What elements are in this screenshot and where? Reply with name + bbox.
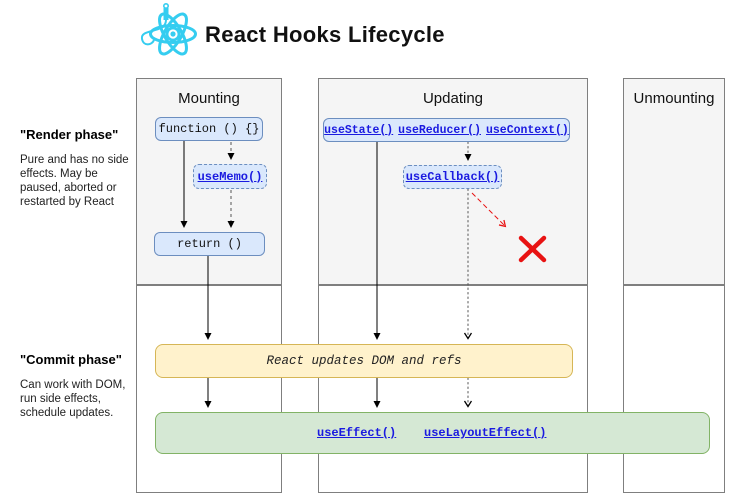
function-component-label: function () {} bbox=[158, 122, 260, 136]
use-callback-link[interactable]: useCallback() bbox=[405, 170, 500, 184]
page-title: React Hooks Lifecycle bbox=[205, 22, 445, 47]
dom-update-label: React updates DOM and refs bbox=[266, 354, 462, 368]
use-memo-node[interactable]: useMemo() bbox=[193, 164, 267, 189]
react-logo-icon bbox=[141, 2, 197, 56]
effects-banner: useEffect() useLayoutEffect() bbox=[155, 412, 710, 454]
use-layout-effect-link[interactable]: useLayoutEffect() bbox=[424, 426, 547, 440]
dom-update-banner: React updates DOM and refs bbox=[155, 344, 573, 378]
render-phase-label: "Render phase" bbox=[20, 127, 119, 142]
return-label: return () bbox=[177, 237, 242, 251]
use-reducer-link[interactable]: useReducer() bbox=[398, 123, 481, 137]
unmounting-column-render-section: Unmounting bbox=[623, 78, 725, 285]
use-memo-link[interactable]: useMemo() bbox=[197, 169, 263, 184]
mounting-column-commit-section bbox=[136, 285, 282, 493]
unmounting-column-header: Unmounting bbox=[633, 90, 715, 107]
state-hooks-node: useState() useReducer() useContext() bbox=[323, 118, 570, 142]
unmounting-column-commit-section bbox=[623, 285, 725, 493]
render-phase-description: Pure and has no side effects. May be pau… bbox=[20, 154, 129, 208]
use-callback-node[interactable]: useCallback() bbox=[403, 165, 502, 189]
mounting-column-header: Mounting bbox=[178, 90, 240, 107]
function-component-node: function () {} bbox=[155, 117, 263, 141]
return-node: return () bbox=[154, 232, 265, 256]
use-context-link[interactable]: useContext() bbox=[486, 123, 569, 137]
commit-phase-description: Can work with DOM, run side effects, sch… bbox=[20, 379, 126, 419]
updating-column-header: Updating bbox=[422, 90, 484, 107]
updating-column-commit-section bbox=[318, 285, 588, 493]
use-effect-link[interactable]: useEffect() bbox=[317, 426, 397, 440]
use-state-link[interactable]: useState() bbox=[324, 123, 394, 137]
commit-phase-label: "Commit phase" bbox=[20, 352, 122, 367]
